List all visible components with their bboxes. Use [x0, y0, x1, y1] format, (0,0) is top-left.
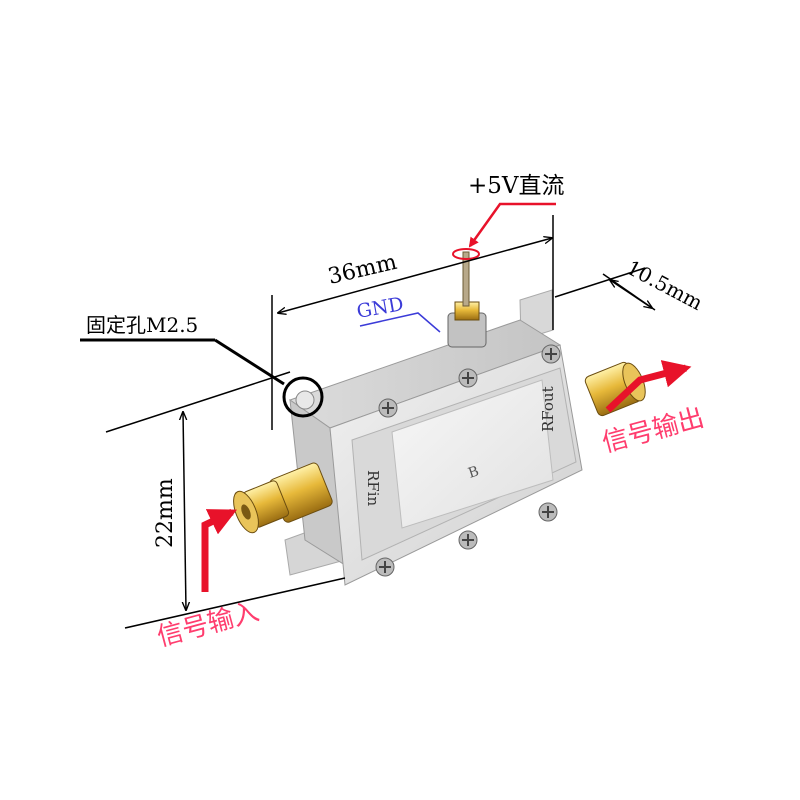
sma-connector-input [233, 462, 333, 534]
module-lid [391, 379, 554, 529]
mount-hole-label: 固定孔M2.5 [86, 313, 198, 337]
screw-top-left [378, 398, 398, 418]
signal-in-label: 信号输入 [154, 597, 262, 653]
screw-top-mid [458, 368, 478, 388]
mount-hole-leader-diagonal [214, 338, 285, 386]
power-label: +5V直流 [468, 173, 565, 199]
port-in-label: RFin [364, 470, 382, 506]
dimension-length [271, 215, 553, 430]
lid-mark: B [466, 463, 481, 481]
signal-in-arrow [201, 508, 238, 592]
screw-bottom-left [375, 557, 395, 577]
port-out-label: RFout [539, 386, 557, 432]
dimension-length-text: 36mm [326, 250, 400, 290]
signal-out-arrow [605, 360, 692, 413]
gnd-label: GND [355, 293, 405, 323]
mount-hole-highlight-circle [282, 376, 324, 418]
screw-bottom-mid [458, 530, 478, 550]
dimension-height [105, 371, 346, 629]
screw-bottom-right [538, 502, 558, 522]
dimension-height-text: 22mm [153, 478, 178, 548]
dc-pin [462, 251, 470, 307]
dimension-depth [554, 267, 656, 311]
mount-hole [295, 390, 315, 410]
power-callout-line [468, 202, 556, 248]
sma-connector-output [584, 361, 646, 417]
dimension-depth-text: 10.5mm [623, 255, 707, 315]
screw-top-right [541, 344, 561, 364]
gnd-callout-line [359, 312, 441, 333]
